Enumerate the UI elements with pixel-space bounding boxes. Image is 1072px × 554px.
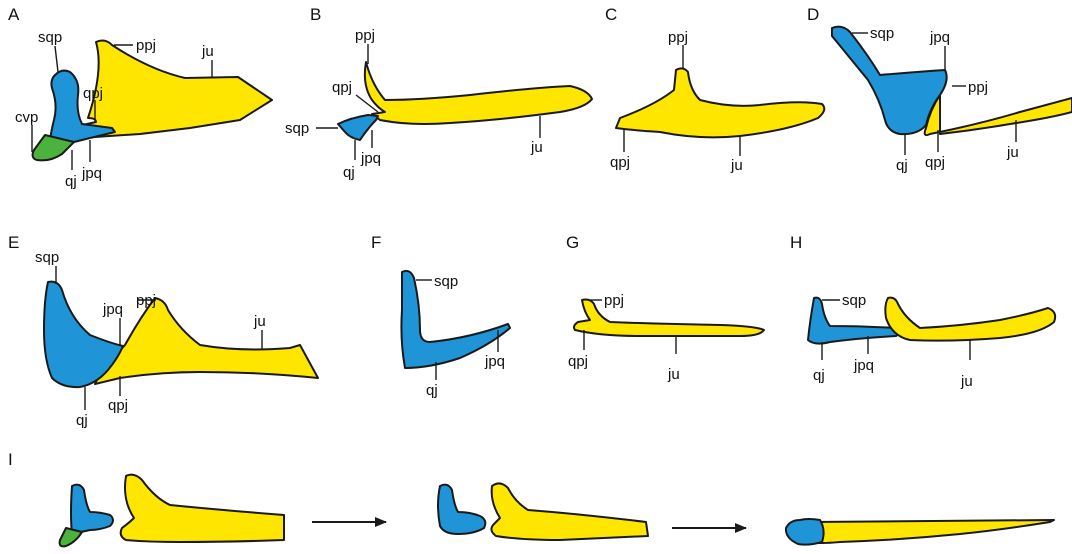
jugal-a [78, 41, 272, 138]
label-e-sqp: sqp [35, 249, 59, 266]
label-a-cvp: cvp [15, 109, 38, 126]
panel-letter-f: F [371, 233, 381, 252]
jugal-g [574, 300, 764, 337]
panel-letter-e: E [8, 233, 19, 252]
label-a-ju: ju [201, 43, 214, 60]
jugal-c [616, 68, 824, 137]
jugal-d [925, 95, 1072, 135]
panel-h: H sqp qj jpq ju [790, 233, 1055, 390]
label-a-qpj: qpj [83, 85, 103, 102]
label-e-qpj: qpj [108, 397, 128, 414]
label-g-ju: ju [667, 366, 680, 383]
panel-f: F sqp jpq qj [371, 233, 510, 399]
quadratojugal-i3 [786, 519, 824, 545]
label-e-ju: ju [253, 313, 266, 330]
label-c-ppj: ppj [668, 29, 688, 46]
panel-letter-i: I [8, 450, 13, 469]
label-d-qj: qj [896, 157, 908, 174]
label-d-ppj: ppj [968, 79, 988, 96]
panel-letter-h: H [790, 233, 802, 252]
label-d-jpq: jpq [929, 29, 950, 46]
label-c-qpj: qpj [610, 154, 630, 171]
panel-g: G ppj qpj ju [566, 233, 764, 383]
label-a-jpq: jpq [81, 165, 102, 182]
label-f-qj: qj [426, 382, 438, 399]
label-b-ju: ju [530, 139, 543, 156]
label-h-ju: ju [960, 373, 973, 390]
label-e-ppj: ppj [136, 292, 156, 309]
label-d-sqp: sqp [870, 25, 894, 42]
jugal-e [95, 298, 318, 384]
label-g-qpj: qpj [568, 353, 588, 370]
label-f-sqp: sqp [434, 273, 458, 290]
label-e-jpq: jpq [102, 301, 123, 318]
quadratojugal-i1 [71, 485, 113, 534]
label-d-qpj: qpj [925, 154, 945, 171]
label-h-jpq: jpq [853, 357, 874, 374]
panel-c: C ppj qpj ju [605, 5, 824, 174]
label-c-ju: ju [730, 157, 743, 174]
quadratojugal-i2 [438, 485, 485, 534]
label-h-qj: qj [813, 367, 825, 384]
panel-letter-a: A [8, 5, 20, 24]
label-b-qj: qj [343, 164, 355, 181]
jugal-i3 [812, 520, 1054, 543]
panel-e: E sqp jpq ppj ju qj qpj [8, 233, 318, 429]
label-a-qj: qj [65, 173, 77, 190]
label-g-ppj: ppj [604, 292, 624, 309]
panel-letter-d: D [807, 5, 819, 24]
panel-letter-c: C [605, 5, 617, 24]
label-b-qpj: qpj [332, 79, 352, 96]
jugal-b [365, 62, 592, 124]
label-b-sqp: sqp [285, 120, 309, 137]
panel-letter-b: B [310, 5, 321, 24]
jugal-i1 [121, 475, 284, 542]
label-a-sqp: sqp [38, 29, 62, 46]
panel-i: I [8, 450, 1054, 546]
label-f-jpq: jpq [484, 353, 505, 370]
panel-a: A sqp ppj ju qpj cvp jpq qj [8, 5, 272, 190]
panel-d: D sqp jpq ppj qj qpj ju [807, 5, 1072, 174]
panel-b: B ppj qpj sqp jpq qj ju [285, 5, 592, 181]
jugal-h [885, 298, 1055, 341]
panel-letter-g: G [566, 233, 579, 252]
label-b-ppj: ppj [355, 27, 375, 44]
label-b-jpq: jpq [360, 150, 381, 167]
jugal-i2 [491, 483, 648, 540]
label-d-ju: ju [1006, 144, 1019, 161]
cartilage-i1 [60, 528, 82, 546]
label-e-qj: qj [76, 412, 88, 429]
label-h-sqp: sqp [842, 292, 866, 309]
label-a-ppj: ppj [136, 37, 156, 54]
